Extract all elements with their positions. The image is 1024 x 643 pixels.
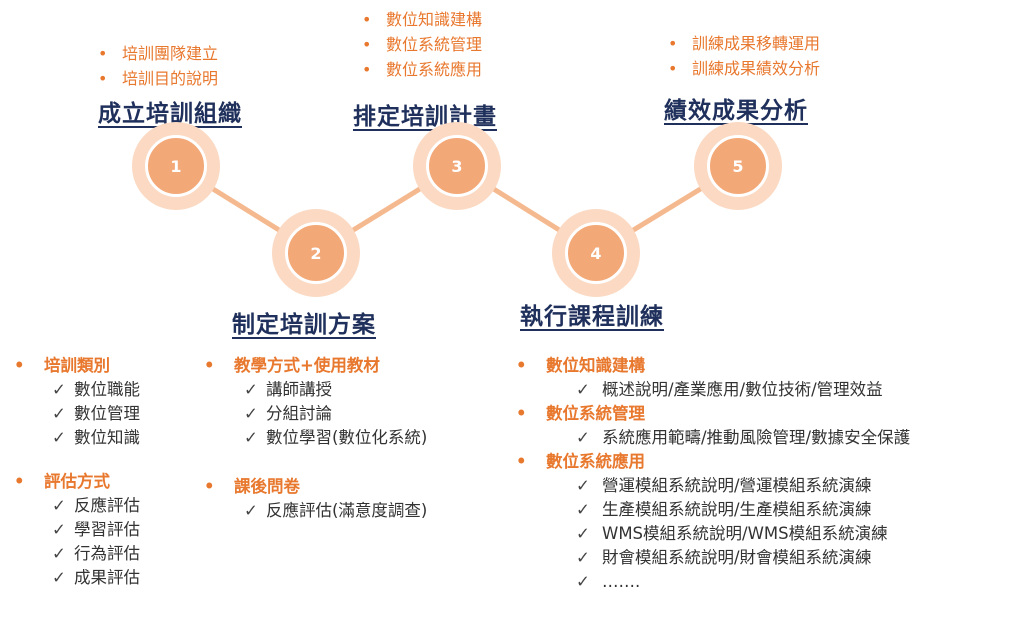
check-icon: ✓ xyxy=(52,520,66,539)
check-icon: ✓ xyxy=(244,428,258,447)
step-1-bullet: 培訓目的說明 xyxy=(98,66,218,91)
detail-category: 數位系統管理 xyxy=(516,402,910,426)
step-5-circle: 5 xyxy=(694,122,782,210)
detail-category: 課後問卷 xyxy=(204,475,427,499)
check-icon: ✓ xyxy=(576,500,590,519)
detail-item: ✓系統應用範疇/推動風險管理/數據安全保護 xyxy=(576,426,910,450)
detail-item: ✓營運模組系統說明/營運模組系統演練 xyxy=(576,474,910,498)
step-1-bullets: 培訓團隊建立 培訓目的說明 xyxy=(98,41,218,91)
step-3-bullet: 數位系統應用 xyxy=(362,57,482,82)
step-2-title: 制定培訓方案 xyxy=(232,312,376,338)
detail-col3: 數位知識建構 ✓概述說明/產業應用/數位技術/管理效益 數位系統管理 ✓系統應用… xyxy=(516,354,910,594)
step-4-circle: 4 xyxy=(552,209,640,297)
step-2-number: 2 xyxy=(285,222,347,284)
step-4-number: 4 xyxy=(565,222,627,284)
detail-col1-group-2: 評估方式 ✓反應評估 ✓學習評估 ✓行為評估 ✓成果評估 xyxy=(14,470,140,590)
step-5-bullet: 訓練成果績效分析 xyxy=(668,56,820,81)
detail-item: ✓數位管理 xyxy=(52,402,140,426)
detail-col2-group-1: 教學方式+使用教材 ✓講師講授 ✓分組討論 ✓數位學習(數位化系統) xyxy=(204,354,427,450)
check-icon: ✓ xyxy=(52,544,66,563)
detail-item: ✓概述說明/產業應用/數位技術/管理效益 xyxy=(576,378,910,402)
step-1-circle: 1 xyxy=(132,122,220,210)
check-icon: ✓ xyxy=(576,428,590,447)
check-icon: ✓ xyxy=(52,404,66,423)
step-5-bullet: 訓練成果移轉運用 xyxy=(668,31,820,56)
detail-item: ✓……. xyxy=(576,570,910,594)
check-icon: ✓ xyxy=(52,380,66,399)
check-icon: ✓ xyxy=(244,501,258,520)
detail-category: 評估方式 xyxy=(14,470,140,494)
step-5-number: 5 xyxy=(707,135,769,197)
step-1-number: 1 xyxy=(145,135,207,197)
check-icon: ✓ xyxy=(52,428,66,447)
detail-item: ✓講師講授 xyxy=(244,378,427,402)
check-icon: ✓ xyxy=(244,404,258,423)
step-2-circle: 2 xyxy=(272,209,360,297)
step-1-bullet: 培訓團隊建立 xyxy=(98,41,218,66)
detail-category: 培訓類別 xyxy=(14,354,140,378)
detail-item: ✓學習評估 xyxy=(52,518,140,542)
detail-item: ✓行為評估 xyxy=(52,542,140,566)
check-icon: ✓ xyxy=(52,496,66,515)
step-3-bullet: 數位知識建構 xyxy=(362,7,482,32)
step-5-bullets: 訓練成果移轉運用 訓練成果績效分析 xyxy=(668,31,820,81)
step-3-circle: 3 xyxy=(413,122,501,210)
detail-category: 教學方式+使用教材 xyxy=(204,354,427,378)
check-icon: ✓ xyxy=(244,380,258,399)
detail-col1-group-1: 培訓類別 ✓數位職能 ✓數位管理 ✓數位知識 xyxy=(14,354,140,450)
detail-item: ✓財會模組系統說明/財會模組系統演練 xyxy=(576,546,910,570)
detail-category: 數位知識建構 xyxy=(516,354,910,378)
detail-item: ✓反應評估(滿意度調查) xyxy=(244,499,427,523)
step-3-bullet: 數位系統管理 xyxy=(362,32,482,57)
check-icon: ✓ xyxy=(52,568,66,587)
step-4-title: 執行課程訓練 xyxy=(520,304,664,330)
detail-item: ✓生產模組系統說明/生產模組系統演練 xyxy=(576,498,910,522)
step-3-bullets: 數位知識建構 數位系統管理 數位系統應用 xyxy=(362,7,482,82)
detail-item: ✓數位學習(數位化系統) xyxy=(244,426,427,450)
check-icon: ✓ xyxy=(576,380,590,399)
detail-col2-group-2: 課後問卷 ✓反應評估(滿意度調查) xyxy=(204,475,427,523)
step-3-number: 3 xyxy=(426,135,488,197)
step-5-title: 績效成果分析 xyxy=(664,98,808,124)
check-icon: ✓ xyxy=(576,572,590,591)
detail-item: ✓數位職能 xyxy=(52,378,140,402)
detail-item: ✓分組討論 xyxy=(244,402,427,426)
detail-item: ✓數位知識 xyxy=(52,426,140,450)
detail-item: ✓反應評估 xyxy=(52,494,140,518)
detail-category: 數位系統應用 xyxy=(516,450,910,474)
detail-item: ✓成果評估 xyxy=(52,566,140,590)
check-icon: ✓ xyxy=(576,548,590,567)
check-icon: ✓ xyxy=(576,476,590,495)
detail-item: ✓WMS模組系統說明/WMS模組系統演練 xyxy=(576,522,910,546)
check-icon: ✓ xyxy=(576,524,590,543)
